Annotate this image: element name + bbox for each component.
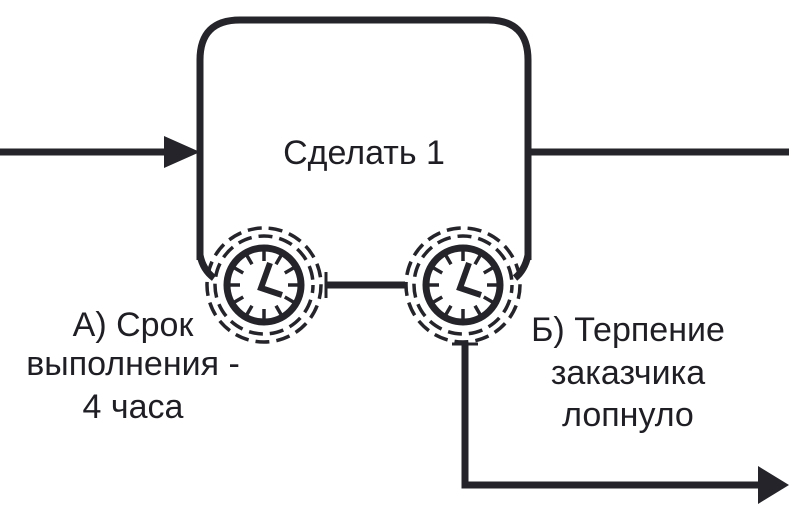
svg-text:Б) Терпение: Б) Терпение (531, 311, 725, 349)
svg-text:4 часа: 4 часа (83, 388, 184, 426)
exception-flow[interactable] (452, 342, 789, 504)
svg-text:выполнения -: выполнения - (26, 345, 240, 383)
arrowhead-icon (758, 466, 789, 504)
svg-text:лопнуло: лопнуло (562, 396, 694, 434)
task-sdelat-1[interactable]: Сделать 1 (196, 16, 532, 281)
task-label: Сделать 1 (283, 134, 445, 172)
timer-label-b: Б) Терпение заказчика лопнуло (531, 311, 725, 434)
timer-label-a: А) Срок выполнения - 4 часа (26, 306, 240, 426)
svg-text:А) Срок: А) Срок (73, 306, 195, 344)
svg-text:заказчика: заказчика (551, 354, 705, 392)
arrowhead-icon (164, 136, 200, 168)
incoming-sequence-flow[interactable] (0, 136, 200, 168)
